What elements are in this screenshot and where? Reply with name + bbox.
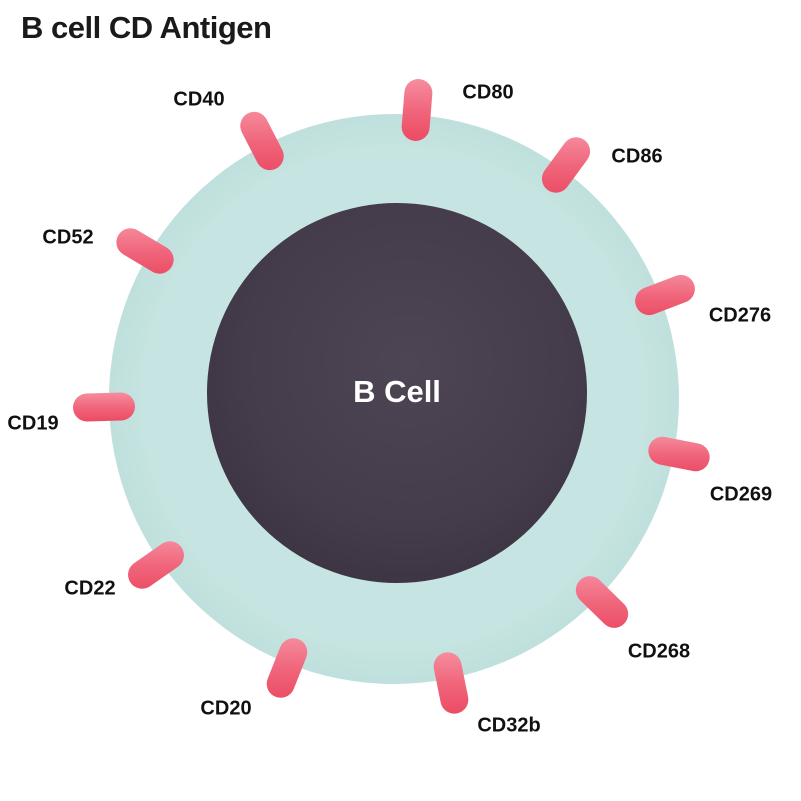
antigen-label-cd19: CD19 (7, 412, 59, 435)
antigen-label-cd52: CD52 (42, 226, 94, 249)
antigen-label-cd80: CD80 (462, 81, 514, 104)
b-cell-body-circle (207, 203, 587, 583)
antigen-rod-cd19 (72, 392, 136, 422)
antigen-label-cd276: CD276 (708, 304, 772, 327)
antigen-label-cd86: CD86 (611, 145, 663, 168)
antigen-label-cd268: CD268 (627, 640, 691, 663)
b-cell-label: B Cell (353, 374, 441, 409)
antigen-label-cd40: CD40 (173, 88, 225, 111)
antigen-label-cd32b: CD32b (477, 714, 541, 737)
antigen-label-cd269: CD269 (709, 483, 773, 506)
page-title: B cell CD Antigen (21, 10, 272, 45)
antigen-label-cd20: CD20 (200, 697, 252, 720)
antigen-label-cd22: CD22 (64, 577, 116, 600)
